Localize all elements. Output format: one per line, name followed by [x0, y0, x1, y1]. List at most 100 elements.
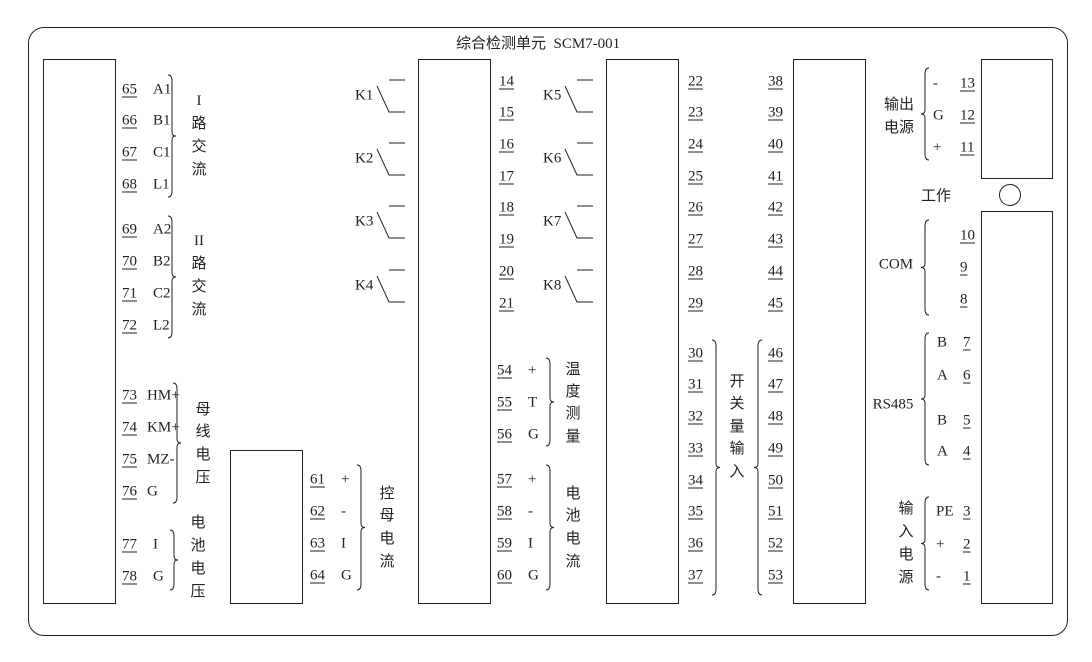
relay-label: K4	[355, 277, 374, 294]
terminal-number: 30	[688, 345, 703, 362]
terminal-number: 44	[768, 263, 783, 280]
terminal-signal: A2	[153, 221, 172, 238]
relay-contact-icon	[376, 142, 405, 176]
terminal-number: 36	[688, 535, 703, 552]
terminal-number: 48	[768, 408, 783, 425]
brace	[545, 357, 555, 447]
terminal-number: 9	[960, 259, 968, 276]
terminal-number: 65	[122, 81, 137, 98]
terminal-number: 38	[768, 73, 783, 90]
terminal-signal: PE	[936, 503, 954, 520]
terminal-number: 77	[122, 536, 137, 553]
brace	[920, 332, 930, 466]
group-label: COM	[878, 256, 914, 273]
terminal-block-left	[43, 59, 116, 604]
terminal-signal: HM+	[147, 387, 180, 404]
terminal-number: 72	[122, 317, 137, 334]
terminal-number: 15	[499, 104, 514, 121]
terminal-number: 55	[497, 394, 512, 411]
terminal-number: 8	[960, 291, 968, 308]
terminal-number: 52	[768, 535, 783, 552]
relay-label: K6	[543, 150, 562, 167]
terminal-number: 24	[688, 136, 703, 153]
terminal-signal: I	[341, 535, 346, 552]
terminal-number: 58	[497, 503, 512, 520]
terminal-number: 49	[768, 440, 783, 457]
terminal-number: 37	[688, 567, 703, 584]
brace	[711, 339, 721, 596]
terminal-signal: -	[936, 568, 941, 585]
relay-contact-icon	[376, 269, 405, 303]
terminal-number: 16	[499, 136, 514, 153]
terminal-number: 2	[963, 536, 971, 553]
group-label: 电池电流	[565, 485, 581, 570]
terminal-number: 51	[768, 503, 783, 520]
terminal-number: 41	[768, 168, 783, 185]
brace	[167, 215, 177, 339]
terminal-block-control-bus	[230, 450, 303, 604]
relay-label: K8	[543, 277, 562, 294]
group-label: 母线电压	[195, 401, 211, 486]
terminal-number: 45	[768, 295, 783, 312]
terminal-number: 67	[122, 144, 137, 161]
terminal-block-output-power	[981, 59, 1053, 179]
terminal-signal: KM+	[147, 419, 180, 436]
terminal-signal: B	[937, 334, 948, 351]
relay-contact-icon	[564, 142, 593, 176]
terminal-number: 4	[963, 443, 971, 460]
terminal-number: 62	[310, 503, 325, 520]
terminal-number: 29	[688, 295, 703, 312]
terminal-number: 47	[768, 376, 783, 393]
brace	[169, 529, 179, 591]
relay-contact-icon	[376, 205, 405, 239]
terminal-number: 11	[960, 139, 975, 156]
terminal-number: 57	[497, 471, 512, 488]
group-label: 控母电流	[379, 485, 395, 570]
terminal-number: 20	[499, 263, 514, 280]
group-label: II路交流	[191, 232, 207, 318]
terminal-number: 60	[497, 567, 512, 584]
brace	[920, 219, 930, 316]
relay-contact-icon	[564, 269, 593, 303]
brace	[753, 339, 763, 596]
terminal-number: 74	[122, 419, 137, 436]
terminal-number: 6	[963, 367, 971, 384]
terminal-signal: A	[937, 367, 948, 384]
work-indicator-lamp	[999, 184, 1021, 206]
terminal-block-center-right	[793, 59, 866, 604]
relay-contact-icon	[564, 205, 593, 239]
terminal-signal: +	[528, 471, 537, 488]
terminal-signal: T	[528, 394, 538, 411]
terminal-block-center	[606, 59, 679, 604]
work-indicator-label: 工作	[920, 188, 952, 205]
terminal-signal: B	[937, 412, 948, 429]
terminal-number: 35	[688, 503, 703, 520]
terminal-signal: C1	[153, 144, 171, 161]
relay-label: K3	[355, 213, 374, 230]
terminal-number: 63	[310, 535, 325, 552]
terminal-number: 43	[768, 231, 783, 248]
group-label: I路交流	[191, 92, 207, 178]
terminal-signal: B2	[153, 253, 171, 270]
terminal-number: 69	[122, 221, 137, 238]
terminal-signal: G	[528, 567, 539, 584]
terminal-number: 7	[963, 334, 971, 351]
terminal-signal: +	[528, 362, 537, 379]
terminal-number: 75	[122, 451, 137, 468]
terminal-number: 56	[497, 426, 512, 443]
terminal-signal: G	[147, 483, 158, 500]
relay-contact-icon	[564, 79, 593, 113]
terminal-number: 50	[768, 472, 783, 489]
terminal-number: 23	[688, 104, 703, 121]
terminal-signal: G	[341, 567, 352, 584]
terminal-number: 14	[499, 73, 514, 90]
terminal-signal: L1	[153, 176, 170, 193]
terminal-signal: I	[153, 536, 158, 553]
terminal-number: 22	[688, 73, 703, 90]
relay-label: K7	[543, 213, 562, 230]
terminal-number: 71	[122, 285, 137, 302]
terminal-signal: L2	[153, 317, 170, 334]
terminal-number: 19	[499, 231, 514, 248]
terminal-number: 18	[499, 199, 514, 216]
